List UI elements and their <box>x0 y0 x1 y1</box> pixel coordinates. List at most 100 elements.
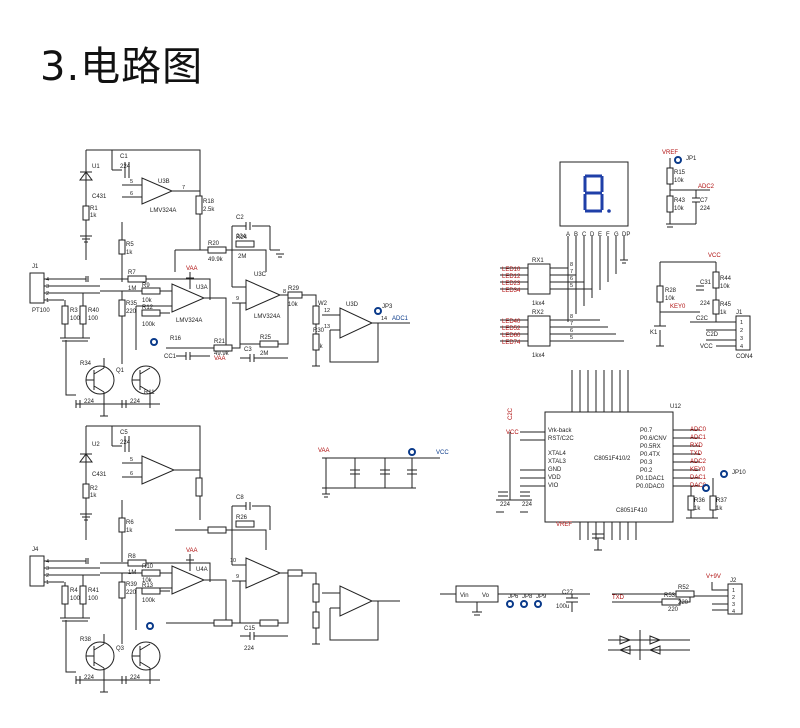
jp9-label: JP9 <box>536 594 547 600</box>
r21-label: R21 <box>214 339 226 345</box>
txd2-label: TXD <box>612 595 625 601</box>
svg-text:3: 3 <box>46 284 49 290</box>
r10b-value: 10k <box>142 578 153 584</box>
r45-value: 1k <box>720 310 727 316</box>
r3-value: 100 <box>70 316 81 322</box>
mcu-p07: P0.7 <box>640 428 653 434</box>
r37-value: 1k <box>716 506 723 512</box>
sig-dac1: DAC1 <box>690 475 707 481</box>
c15-value: 224 <box>244 646 255 652</box>
vcc3-label: VCC <box>700 344 713 350</box>
r20-label: R20 <box>208 241 220 247</box>
svg-text:1: 1 <box>732 588 735 594</box>
r34-label: R34 <box>80 361 92 367</box>
section-number: 3. <box>40 44 81 90</box>
r25-label: R25 <box>260 335 272 341</box>
r6-value: 1k <box>126 528 133 534</box>
r7-label: R7 <box>128 270 136 276</box>
c27-value: 100u <box>556 604 569 610</box>
c8-label: C8 <box>236 495 244 501</box>
r29-value: 10k <box>288 302 299 308</box>
mcu-vdd: VDD <box>548 475 561 481</box>
mcu-vio: VIO <box>548 483 559 489</box>
r43-value: 10k <box>674 206 685 212</box>
u12-label: U12 <box>670 404 682 410</box>
u3c-label: U3C <box>254 272 267 278</box>
r20-value: 49.9k <box>208 257 224 263</box>
key0-label: KEY0 <box>670 304 686 310</box>
r18-value: 2.5k <box>203 207 215 213</box>
svg-text:5: 5 <box>570 335 573 341</box>
c431-label: C431 <box>92 194 107 200</box>
r44-value: 10k <box>720 284 731 290</box>
r53-label: R53 <box>664 593 676 599</box>
c31-label: C31 <box>700 280 712 286</box>
lmv324-3: LMV324A <box>254 314 280 320</box>
svg-text:12: 12 <box>324 308 330 314</box>
upper-left-circuit: C1 224 U1 C431 R1 1k U3B LMV324A 567 R18… <box>29 149 410 417</box>
mcu-vcc: VCC <box>506 430 519 436</box>
r29-label: R29 <box>288 286 300 292</box>
segment-pin-b: B <box>574 232 578 238</box>
mcu-name-2: C8051F410 <box>616 508 648 514</box>
r10b-label: R10 <box>142 564 154 570</box>
segment-pin-d: D <box>590 232 595 238</box>
c5-value: 224 <box>120 440 131 446</box>
c27-label: C27 <box>562 590 574 596</box>
segment-pin-c: C <box>582 232 587 238</box>
w2-label: W2 <box>318 301 328 307</box>
mcu-vrk: Vrk-back <box>548 428 572 434</box>
r24-value: 2M <box>238 254 246 260</box>
svg-text:1: 1 <box>46 298 49 304</box>
u4a-label: U4A <box>196 567 208 573</box>
svg-text:14: 14 <box>381 316 387 322</box>
r28-label: R28 <box>665 288 677 294</box>
segment-pin-f: F <box>606 232 610 238</box>
con4-label: CON4 <box>736 354 753 360</box>
r15-label: R15 <box>674 170 686 176</box>
r35-value: 220 <box>126 309 137 315</box>
svg-text:13: 13 <box>324 324 330 330</box>
mcu-name: C8051F410/2 <box>594 456 631 462</box>
svg-text:6: 6 <box>570 328 573 334</box>
j1b-label: J1 <box>736 310 743 316</box>
r25-value: 2M <box>260 351 268 357</box>
vref-adc2-block: VREF JP1 R15 10k ADC2 R43 10k C7 224 <box>662 150 715 228</box>
svg-text:1: 1 <box>740 320 743 326</box>
mcu-c2c: C2C <box>508 407 514 420</box>
svg-text:2: 2 <box>732 595 735 601</box>
u3a-label: U3A <box>196 285 208 291</box>
jp6-label: JP6 <box>508 594 519 600</box>
r15-value: 10k <box>674 178 685 184</box>
r3-label: R3 <box>70 308 78 314</box>
r9-value: 10k <box>142 298 153 304</box>
cap-224-f: 224 <box>522 502 533 508</box>
segment-pin-e: E <box>598 232 602 238</box>
c431b-label: C431 <box>92 472 107 478</box>
c2c-label: C2C <box>696 316 709 322</box>
mcu-xtal4: XTAL4 <box>548 451 567 457</box>
r4-value: 100 <box>70 596 81 602</box>
svg-text:4: 4 <box>46 277 49 283</box>
sig-key0: KEY0 <box>690 467 706 473</box>
sig-adc1: ADC1 <box>690 435 707 441</box>
c2-label: C2 <box>236 215 244 221</box>
c7-label: C7 <box>700 198 708 204</box>
jp8-label: JP8 <box>522 594 533 600</box>
lmv324-1: LMV324A <box>150 208 176 214</box>
jp1-label: JP1 <box>686 156 697 162</box>
cap-224-d: 224 <box>130 675 141 681</box>
j1-label: J1 <box>32 264 39 270</box>
c15-label: C15 <box>244 626 256 632</box>
j4-label: J4 <box>32 547 39 553</box>
led-74: LED74 <box>502 340 521 346</box>
sig-txd: TXD <box>690 451 703 457</box>
led-10: LED10 <box>502 267 521 273</box>
u3d-label: U3D <box>346 302 359 308</box>
svg-text:7: 7 <box>570 321 573 327</box>
svg-text:6: 6 <box>130 191 133 197</box>
r40-label: R40 <box>88 308 100 314</box>
segment-pin-dp: DP <box>622 232 630 238</box>
c7-value: 224 <box>700 206 711 212</box>
v9-label: V+9V <box>706 574 721 580</box>
